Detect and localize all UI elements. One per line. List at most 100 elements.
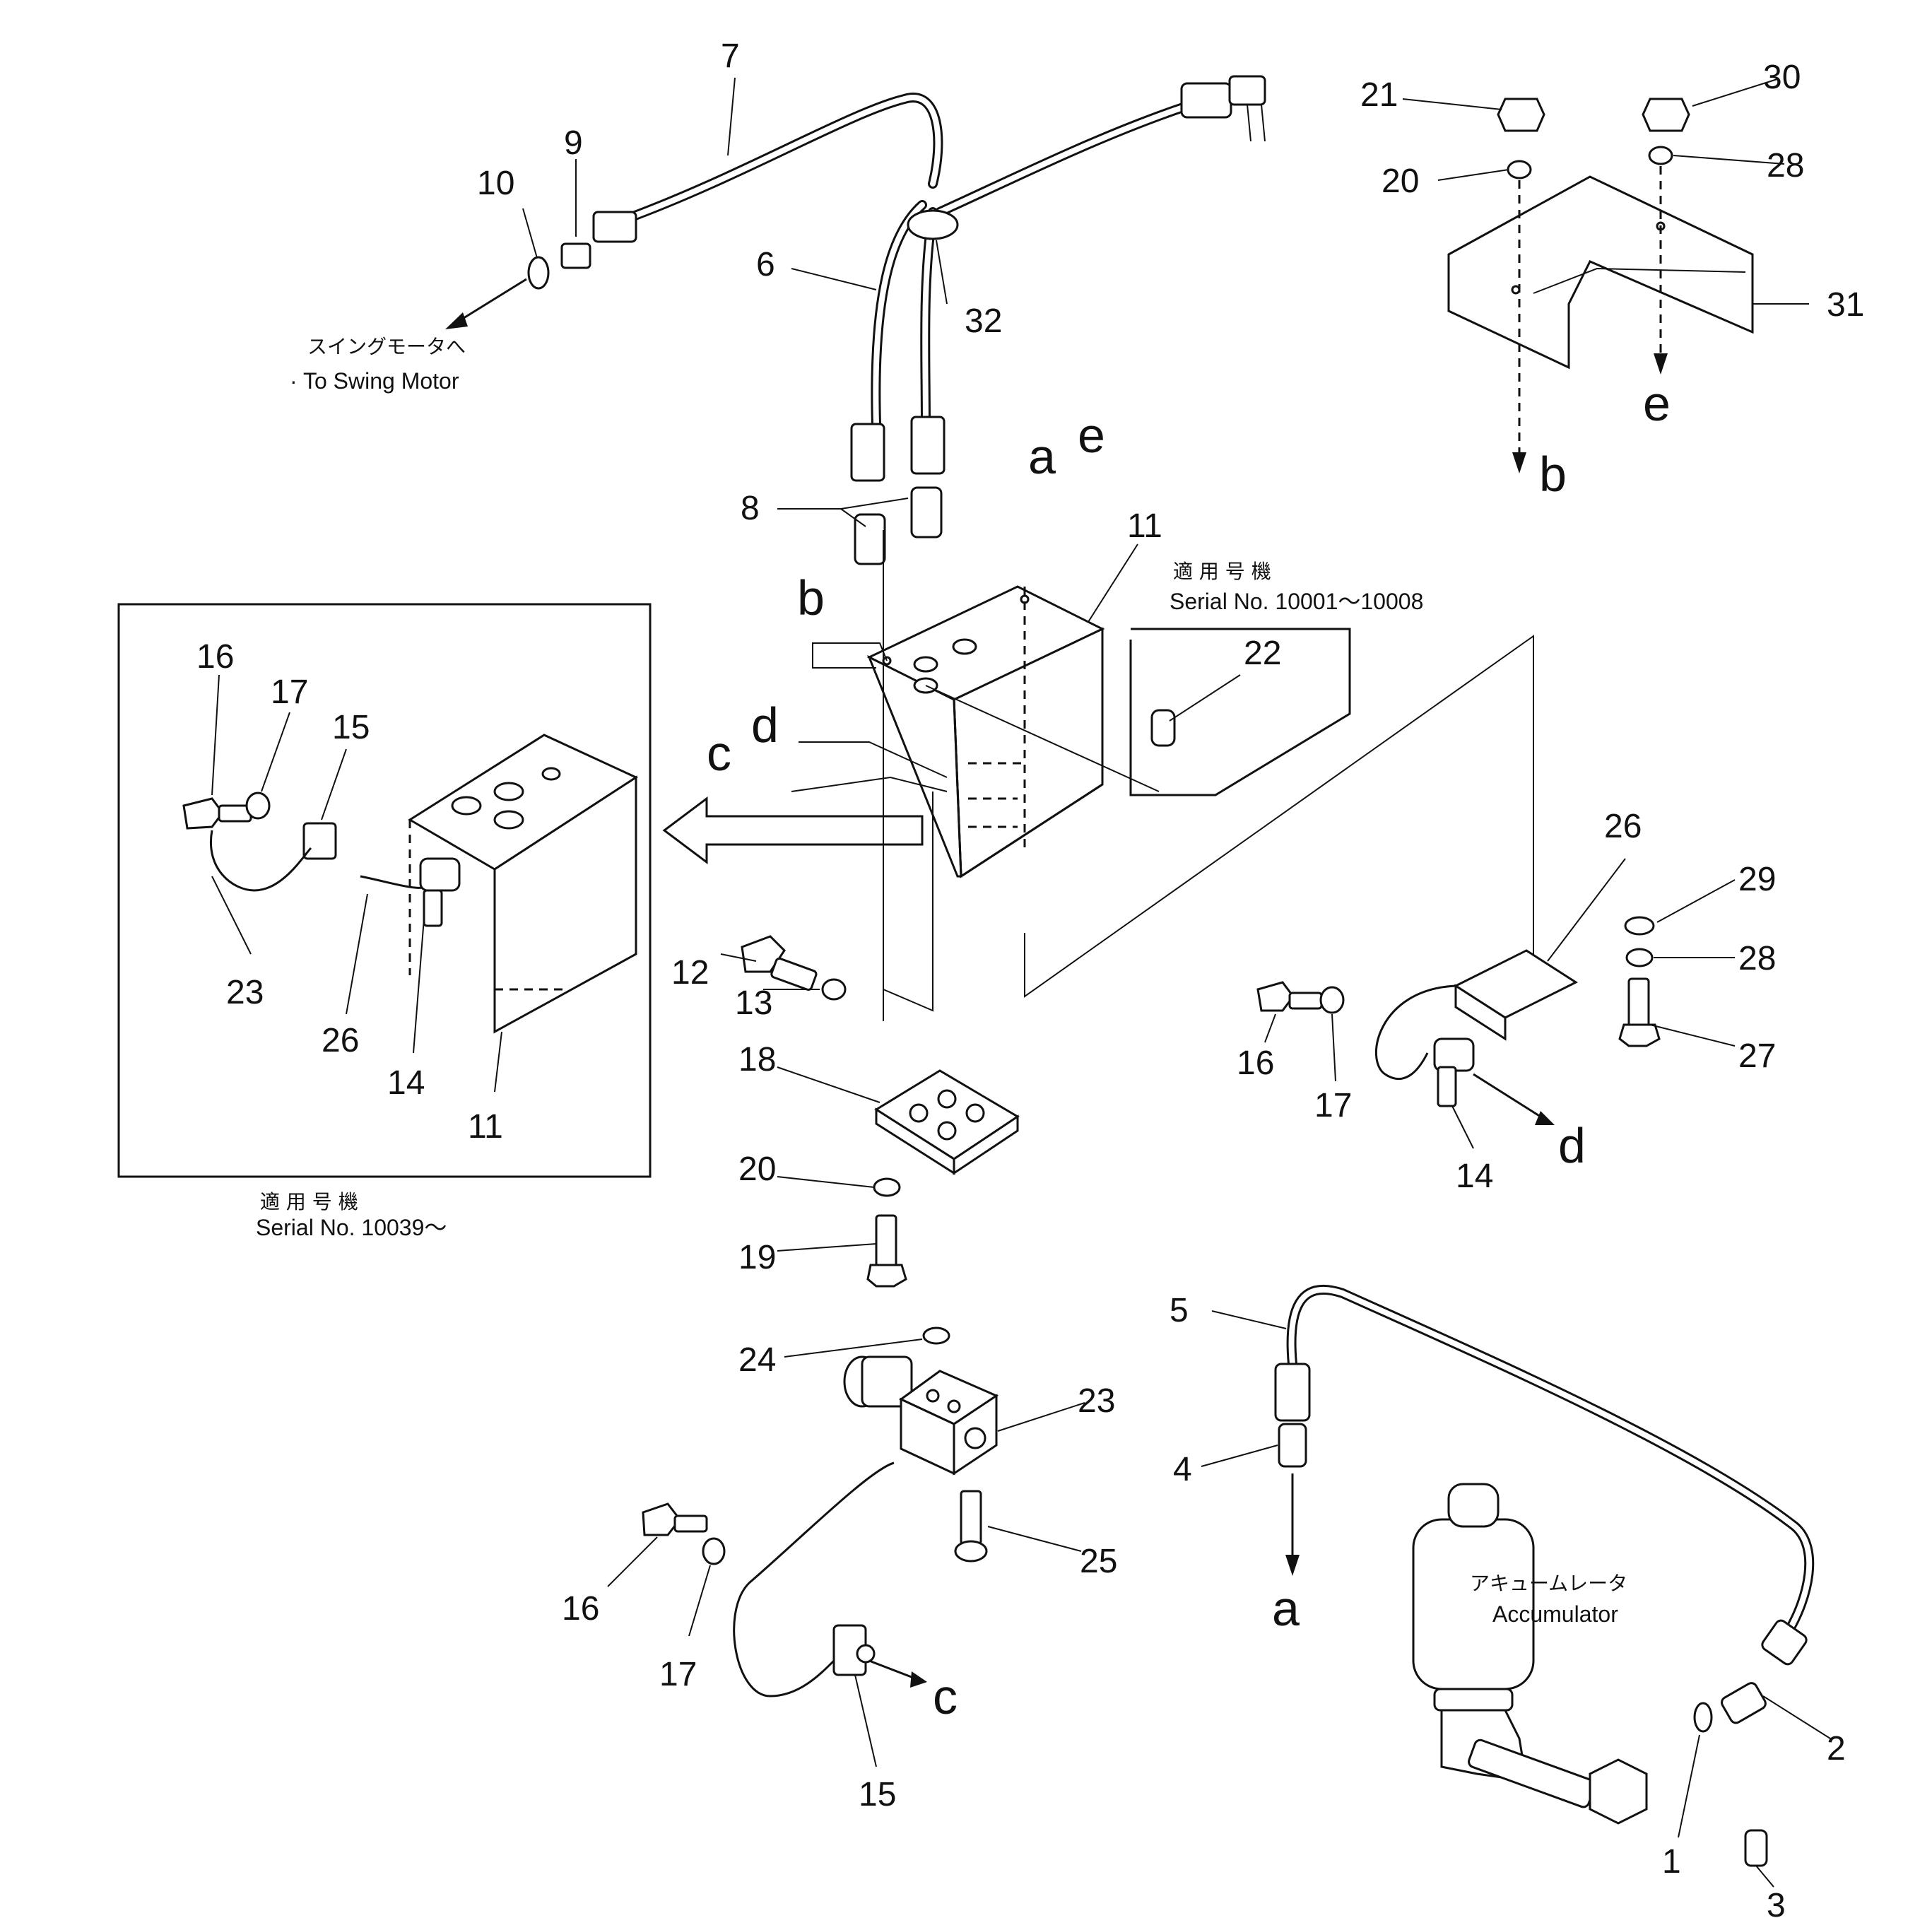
label-20-mid: 20: [738, 1151, 776, 1188]
washer-20-top: [1507, 160, 1532, 180]
label-17-bottom: 17: [659, 1656, 697, 1693]
label-9: 9: [564, 124, 583, 162]
letter-a-bottom: a: [1272, 1581, 1300, 1636]
washer-28-right: [1625, 948, 1654, 967]
notes: スイングモータへ · To Swing Motor 適 用 号 機 Serial…: [256, 335, 1627, 1627]
washer-28-top: [1648, 146, 1673, 165]
right-wire: [1375, 984, 1456, 1080]
inset-box: [117, 603, 652, 1178]
hose-clamp-32: [907, 209, 959, 240]
label-10: 10: [477, 165, 514, 202]
label-12: 12: [671, 954, 709, 992]
label-16-right: 16: [1237, 1045, 1274, 1082]
bolt-12: [741, 935, 818, 991]
washer-20-mid: [873, 1177, 901, 1197]
label-23: 23: [1078, 1382, 1115, 1420]
washer-17-right: [1319, 986, 1345, 1014]
washer-13: [821, 978, 847, 1001]
bolt-16-right: [1256, 981, 1323, 1012]
label-7: 7: [721, 37, 740, 75]
sensor-14-right: [1433, 1037, 1475, 1107]
label-5: 5: [1170, 1292, 1189, 1329]
label-20-top: 20: [1382, 163, 1419, 200]
inset-clamp-15: [302, 822, 337, 860]
plate-18: [874, 1069, 1020, 1175]
label-31: 31: [1827, 286, 1864, 324]
label-32: 32: [965, 302, 1002, 340]
accumulator-label-en: Accumulator: [1492, 1601, 1618, 1627]
letter-e-top: e: [1078, 408, 1105, 463]
solenoid-wire: [733, 1461, 895, 1698]
inset-washer-17: [245, 792, 271, 820]
accumulator: [1412, 1483, 1648, 1825]
label-18: 18: [738, 1041, 776, 1078]
inset-sensor-14: [419, 857, 461, 927]
nut-30: [1642, 98, 1690, 132]
hose-assembly-7: [617, 75, 1266, 225]
label-14-inset: 14: [387, 1064, 425, 1102]
hose-5: [1274, 1285, 1815, 1666]
clamp-15-bottom: [832, 1624, 876, 1676]
letter-a-top: a: [1028, 429, 1056, 484]
label-26-inset: 26: [322, 1022, 359, 1059]
accumulator-label-jp: アキュームレータ: [1470, 1572, 1627, 1595]
label-19: 19: [738, 1239, 776, 1276]
swing-motor-note-jp: スイングモータへ: [307, 335, 466, 358]
part-number-labels: 7 9 10 6 32 8 11 22 21 20 30 28 31 16 17…: [196, 37, 1864, 1918]
label-13: 13: [735, 984, 772, 1022]
elbow-2: [1721, 1682, 1767, 1724]
reference-arrow: [662, 796, 924, 864]
label-29: 29: [1738, 861, 1776, 898]
bracket-26: [1453, 949, 1579, 1041]
label-2: 2: [1827, 1730, 1846, 1767]
label-1: 1: [1662, 1843, 1681, 1881]
o-ring-24: [922, 1326, 950, 1345]
letter-c-bottom: c: [933, 1669, 958, 1724]
label-28-top: 28: [1767, 147, 1804, 184]
plug-3: [1744, 1829, 1768, 1867]
label-16-inset: 16: [196, 638, 234, 676]
label-28-right: 28: [1738, 940, 1776, 977]
label-17-right: 17: [1314, 1087, 1352, 1124]
leader-lines: [211, 77, 1831, 1888]
letter-d-left: d: [751, 698, 779, 753]
cover-31: [1447, 175, 1754, 370]
letter-b-cover: b: [1539, 447, 1567, 502]
solenoid-valve-23: [843, 1355, 999, 1476]
bolt-25: [954, 1490, 988, 1563]
bolt-19: [866, 1214, 907, 1288]
label-3: 3: [1767, 1887, 1786, 1918]
fitting-9: [560, 211, 637, 269]
label-11-inset: 11: [468, 1108, 503, 1146]
swing-motor-note-en: · To Swing Motor: [290, 368, 459, 394]
nut-21: [1497, 98, 1545, 132]
washer-17-bottom: [702, 1537, 726, 1565]
fitting-4: [1278, 1423, 1307, 1468]
inset-wire-23: [210, 830, 312, 892]
o-ring-10: [527, 256, 550, 290]
o-ring-1: [1693, 1702, 1713, 1733]
serial-inset-en: Serial No. 10039～: [256, 1215, 447, 1240]
label-15-bottom: 15: [859, 1776, 896, 1813]
letter-c-left: c: [707, 726, 731, 781]
label-6: 6: [756, 246, 775, 283]
label-17-inset: 17: [271, 673, 308, 711]
inset-bolt-16: [182, 797, 252, 830]
plug-22: [1150, 709, 1176, 747]
label-15-inset: 15: [332, 709, 370, 746]
serial-inset-jp: 適 用 号 機: [260, 1190, 358, 1213]
hose-end-fitting: [1180, 82, 1232, 119]
label-4: 4: [1173, 1451, 1192, 1488]
label-23-inset: 23: [226, 974, 264, 1011]
label-26-right: 26: [1604, 808, 1642, 845]
label-27: 27: [1738, 1037, 1776, 1075]
serial-top-en: Serial No. 10001～10008: [1170, 589, 1423, 614]
letter-e-cover: e: [1643, 376, 1671, 431]
bolt-16-bottom: [642, 1502, 708, 1536]
inset-valve-block-11: [408, 734, 639, 1034]
connection-letters: a e b d c b e d c a: [707, 376, 1671, 1724]
washer-29: [1624, 916, 1655, 936]
label-11-main: 11: [1127, 507, 1162, 545]
valve-block-11: [866, 585, 1105, 878]
letter-b-left: b: [797, 570, 825, 625]
